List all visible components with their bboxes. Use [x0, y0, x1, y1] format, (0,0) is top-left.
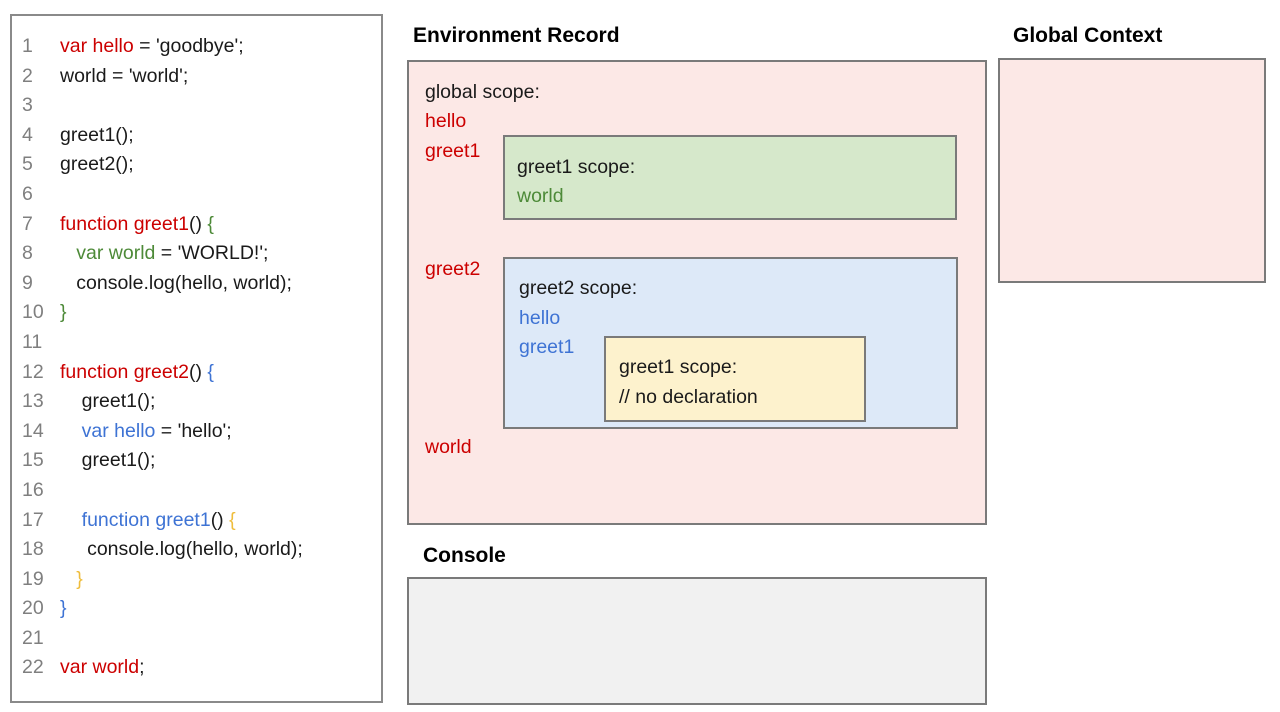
code-line: 19 } [12, 565, 381, 595]
code-text: console.log(hello, world); [60, 271, 292, 294]
code-line: 22 var world; [12, 653, 381, 683]
code-line: 14 var hello = 'hello'; [12, 417, 381, 447]
line-number: 17 [22, 508, 44, 531]
line-number: 10 [22, 301, 44, 324]
code-text: greet1(); [60, 449, 156, 472]
code-line: 1 var hello = 'goodbye'; [12, 32, 381, 62]
greet1-scope-box: greet1 scope: world [503, 135, 957, 220]
line-number: 1 [22, 35, 33, 57]
inner-greet1-scope-label: greet1 scope: [619, 356, 738, 378]
code-line: 16 [12, 476, 381, 506]
code-text: world = 'world'; [60, 64, 189, 87]
greet1-var-world: world [517, 185, 564, 207]
line-number: 12 [22, 360, 44, 383]
line-number: 2 [22, 64, 33, 87]
code-line: 11 [12, 328, 381, 358]
code-line: 20} [12, 594, 381, 624]
line-number: 18 [22, 538, 44, 561]
global-var-greet1: greet1 [425, 140, 481, 162]
code-text: } [60, 597, 67, 620]
code-text: var world = 'WORLD!'; [76, 242, 269, 265]
code-line: 4 greet1(); [12, 121, 381, 151]
line-number: 7 [22, 212, 33, 235]
code-text: console.log(hello, world); [60, 538, 303, 561]
line-number: 21 [22, 626, 44, 649]
line-number: 3 [22, 94, 33, 117]
global-scope-box: global scope: hello greet1 greet2 world … [407, 60, 987, 525]
line-number: 16 [22, 478, 44, 501]
line-number: 8 [22, 242, 33, 265]
line-number: 9 [22, 271, 33, 294]
code-text: } [60, 301, 67, 324]
global-var-greet2: greet2 [425, 258, 481, 280]
code-line: 2 world = 'world'; [12, 62, 381, 92]
line-number: 11 [22, 330, 43, 353]
code-line: 21 [12, 624, 381, 654]
code-panel: 1 var hello = 'goodbye'; 2 world = 'world';… [10, 14, 383, 703]
code-line: 15 greet1(); [12, 446, 381, 476]
code-line: 5 greet2(); [12, 150, 381, 180]
inner-greet1-scope-box: greet1 scope: // no declaration [604, 336, 866, 422]
code-text: function greet1() { [81, 508, 236, 531]
line-number: 20 [22, 597, 44, 620]
line-number: 6 [22, 182, 33, 205]
code-line: 6 [12, 180, 381, 210]
line-number: 14 [22, 419, 44, 442]
code-line: 17 function greet1() { [12, 506, 381, 536]
code-line: 12 function greet2() { [12, 358, 381, 388]
code-line: 7 function greet1() { [12, 210, 381, 240]
code-text: var hello = 'goodbye'; [60, 35, 244, 57]
code-text: greet2(); [60, 153, 134, 176]
global-context-box [998, 58, 1266, 283]
console-title: Console [423, 544, 506, 567]
code-line: 8 var world = 'WORLD!'; [12, 239, 381, 269]
line-number: 15 [22, 449, 44, 472]
line-number: 13 [22, 390, 44, 413]
inner-greet1-comment: // no declaration [619, 386, 758, 408]
line-number: 22 [22, 656, 44, 679]
code-line: 18 console.log(hello, world); [12, 535, 381, 565]
code-text: } [76, 567, 83, 590]
code-line: 3 [12, 91, 381, 121]
code-line: 9 console.log(hello, world); [12, 269, 381, 299]
greet1-scope-label: greet1 scope: [517, 156, 636, 178]
code-text: function greet1() { [60, 212, 214, 235]
code-text: greet1(); [60, 390, 156, 413]
code-lines: 1 var hello = 'goodbye'; 2 world = 'world';… [12, 32, 381, 683]
line-number: 5 [22, 153, 33, 176]
greet2-var-greet1: greet1 [519, 336, 575, 358]
greet2-scope-box: greet2 scope: hello greet1 greet1 scope:… [503, 257, 958, 429]
greet2-var-hello: hello [519, 307, 561, 329]
code-line: 13 greet1(); [12, 387, 381, 417]
code-line: 10} [12, 298, 381, 328]
greet2-scope-label: greet2 scope: [519, 277, 638, 299]
global-scope-label: global scope: [425, 81, 540, 103]
global-var-world: world [425, 436, 472, 458]
global-var-hello: hello [425, 110, 467, 132]
environment-record-title: Environment Record [413, 24, 620, 47]
code-text: var world; [60, 656, 145, 679]
code-text: var hello = 'hello'; [81, 419, 232, 442]
global-context-title: Global Context [1013, 24, 1163, 47]
line-number: 4 [22, 123, 33, 146]
console-box [407, 577, 987, 705]
line-number: 19 [22, 567, 44, 590]
code-text: greet1(); [60, 123, 134, 146]
code-text: function greet2() { [60, 360, 214, 383]
